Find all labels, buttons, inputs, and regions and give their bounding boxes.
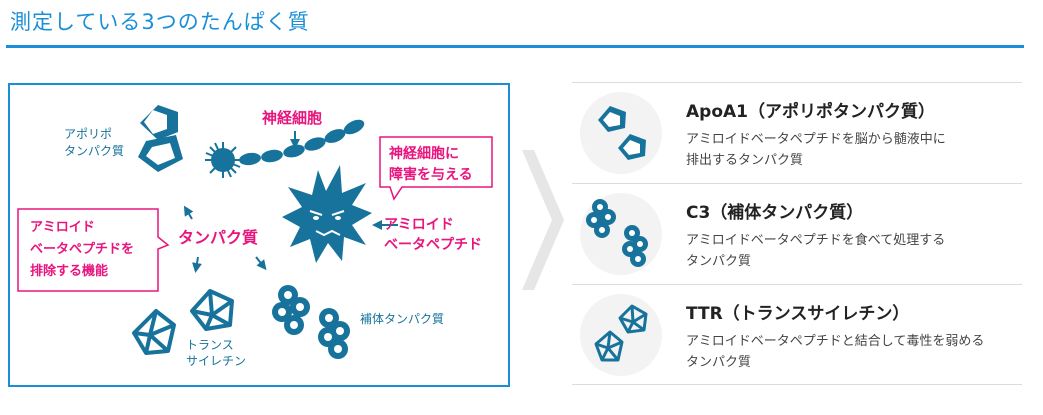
- protein-row-ttr: TTR（トランスサイレチン） アミロイドベータペプチドと結合して毒性を弱める タ…: [572, 284, 1022, 385]
- svg-text:ベータペプチド: ベータペプチド: [384, 237, 482, 253]
- svg-text:トランス: トランス: [186, 338, 234, 352]
- protein-list: ApoA1（アポリポタンパク質） アミロイドベータペプチドを脳から髄液中に 排出…: [572, 82, 1022, 385]
- protein-arrows: [183, 205, 267, 273]
- svg-text:ベータペプチドを: ベータペプチドを: [30, 242, 134, 257]
- svg-text:障害を与える: 障害を与える: [389, 166, 473, 183]
- neuron-label: 神経細胞: [262, 109, 322, 127]
- diagram-canvas: アポリポ タンパク質 神経細胞 神経細胞に: [17, 105, 493, 368]
- svg-text:サイレチン: サイレチン: [186, 354, 246, 368]
- protein-description: アミロイドベータペプチドを脳から髄液中に 排出するタンパク質: [686, 132, 946, 168]
- complement-protein-icon: [272, 285, 350, 359]
- neuron-icon: [205, 119, 365, 178]
- damage-callout: 神経細胞に 障害を与える: [379, 136, 493, 201]
- title-divider: [6, 45, 1024, 48]
- protein-description: アミロイドベータペプチドと結合して毒性を弱める タンパク質: [686, 334, 985, 370]
- transthyretin-icon: [132, 289, 234, 355]
- protein-name: ApoA1（アポリポタンパク質）: [686, 102, 935, 122]
- svg-text:タンパク質: タンパク質: [64, 143, 124, 158]
- svg-text:神経細胞に: 神経細胞に: [389, 145, 459, 162]
- apolipoprotein-icon: [138, 105, 183, 172]
- complement-protein-label: 補体タンパク質: [360, 311, 444, 326]
- removal-callout: アミロイド ベータペプチドを 排除する機能: [17, 208, 170, 292]
- apolipoprotein-label: アポリポ タンパク質: [64, 127, 124, 158]
- pentagon-pair-icon: [580, 92, 662, 174]
- protein-row-c3: C3（補体タンパク質） アミロイドベータペプチドを食べて処理する タンパク質: [572, 183, 1022, 284]
- polyhedron-pair-icon: [580, 294, 662, 376]
- protein-function-diagram: アポリポ タンパク質 神経細胞 神経細胞に: [8, 83, 510, 387]
- protein-label: タンパク質: [178, 228, 258, 247]
- page-title: 測定している3つのたんぱく質: [10, 10, 310, 34]
- amyloid-beta-label: アミロイド ベータペプチド: [384, 217, 482, 253]
- svg-text:排除する機能: 排除する機能: [30, 263, 108, 279]
- transthyretin-label: トランス サイレチン: [186, 338, 246, 368]
- amyloid-beta-icon: [282, 165, 372, 263]
- svg-text:アミロイド: アミロイド: [384, 217, 454, 233]
- protein-name: TTR（トランスサイレチン）: [686, 304, 910, 324]
- chevron-right-icon: [522, 150, 564, 290]
- svg-text:アミロイド: アミロイド: [30, 220, 95, 235]
- protein-description: アミロイドベータペプチドを食べて処理する タンパク質: [686, 233, 946, 269]
- svg-text:アポリポ: アポリポ: [64, 127, 112, 141]
- circle-cluster-icon: [580, 193, 662, 275]
- protein-name: C3（補体タンパク質）: [686, 203, 864, 223]
- protein-row-apoa1: ApoA1（アポリポタンパク質） アミロイドベータペプチドを脳から髄液中に 排出…: [572, 82, 1022, 183]
